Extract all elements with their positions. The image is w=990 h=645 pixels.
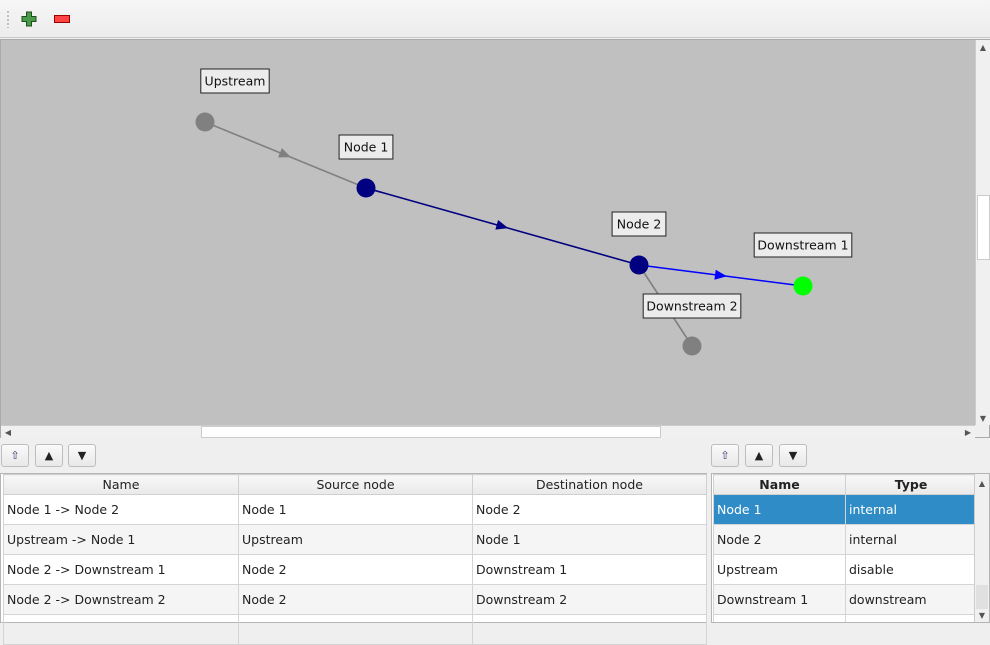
table-cell	[845, 614, 977, 622]
scroll-left-icon[interactable]: ◀	[4, 427, 12, 437]
table-cell[interactable]: Node 2 -> Downstream 2	[3, 584, 239, 615]
node-label-box[interactable]	[753, 232, 853, 258]
table-cell	[472, 614, 707, 645]
table-cell[interactable]: Upstream	[713, 554, 846, 585]
column-header[interactable]: Type	[845, 474, 977, 495]
nodes-move-up-button[interactable]: ▲	[745, 444, 773, 467]
column-header[interactable]: Name	[713, 474, 846, 495]
table-cell[interactable]: disable	[845, 554, 977, 585]
graph-node[interactable]	[682, 336, 702, 356]
arrow-up-icon: ▲	[44, 449, 54, 462]
node-label-box[interactable]	[200, 68, 270, 94]
graph-node[interactable]	[793, 276, 813, 296]
scroll-right-icon[interactable]: ▶	[964, 427, 972, 437]
table-cell[interactable]: Downstream 1	[713, 584, 846, 615]
horizontal-scroll-thumb[interactable]	[201, 426, 661, 438]
table-cell[interactable]: Node 1	[713, 494, 846, 525]
edge-arrow-icon	[495, 220, 509, 230]
edges-move-up-button[interactable]: ▲	[35, 444, 63, 467]
table-cell[interactable]: Node 2	[713, 524, 846, 555]
table-cell[interactable]: Upstream	[238, 524, 473, 555]
table-cell[interactable]: Node 2	[238, 554, 473, 585]
table-cell	[238, 614, 473, 645]
node-label: Downstream 1	[757, 238, 848, 253]
node-label-box[interactable]	[642, 293, 742, 319]
column-header[interactable]: Destination node	[472, 474, 707, 495]
scroll-down-icon[interactable]: ▼	[978, 610, 986, 620]
nodes-scroll-thumb[interactable]	[976, 585, 988, 609]
table-cell[interactable]: Node 2 -> Downstream 1	[3, 554, 239, 585]
edge-arrow-icon	[278, 148, 292, 158]
red-minus-icon	[54, 15, 70, 23]
node-label: Upstream	[205, 74, 266, 89]
table-cell[interactable]: Node 2	[238, 584, 473, 615]
table-cell[interactable]: Upstream -> Node 1	[3, 524, 239, 555]
scroll-up-icon[interactable]: ▲	[978, 478, 986, 488]
graph-node[interactable]	[356, 178, 376, 198]
table-cell[interactable]: Node 1	[472, 524, 707, 555]
table-cell	[3, 614, 239, 645]
sort-nodes-button[interactable]: ⇧	[711, 444, 739, 467]
table-cell[interactable]: Node 2	[472, 494, 707, 525]
graph-node[interactable]	[195, 112, 215, 132]
add-node-button[interactable]	[17, 8, 41, 30]
table-cell[interactable]: Node 1	[238, 494, 473, 525]
table-cell[interactable]: internal	[845, 524, 977, 555]
arrow-down-icon: ▼	[788, 449, 798, 462]
edges-move-down-button[interactable]: ▼	[68, 444, 96, 467]
table-cell[interactable]: Downstream 2	[472, 584, 707, 615]
sort-icon: ⇧	[10, 449, 20, 462]
arrow-down-icon: ▼	[77, 449, 87, 462]
sort-icon: ⇧	[720, 449, 730, 462]
toolbar	[0, 0, 990, 38]
node-label: Node 1	[344, 140, 389, 155]
table-cell[interactable]: Downstream 1	[472, 554, 707, 585]
table-cell	[713, 614, 846, 622]
vertical-scroll-thumb[interactable]	[977, 195, 990, 260]
column-header[interactable]: Source node	[238, 474, 473, 495]
table-row-empty	[713, 614, 977, 622]
edge-arrow-icon	[714, 269, 727, 280]
nodes-move-down-button[interactable]: ▼	[779, 444, 807, 467]
node-label: Node 2	[617, 217, 662, 232]
graph-node[interactable]	[629, 255, 649, 275]
table-row-empty	[3, 614, 707, 645]
horizontal-scrollbar[interactable]: ◀ ▶	[1, 425, 975, 438]
table-cell[interactable]: internal	[845, 494, 977, 525]
arrow-up-icon: ▲	[754, 449, 764, 462]
scroll-up-icon[interactable]: ▲	[979, 42, 987, 52]
node-label-box[interactable]	[338, 134, 394, 160]
sort-edges-button[interactable]: ⇧	[1, 444, 29, 467]
node-label-box[interactable]	[611, 211, 667, 237]
scroll-down-icon[interactable]: ▼	[979, 413, 987, 423]
toolbar-grip[interactable]	[6, 10, 10, 28]
nodes-table-scrollbar[interactable]: ▲ ▼	[974, 474, 989, 622]
remove-node-button[interactable]	[50, 8, 74, 30]
table-cell[interactable]: downstream	[845, 584, 977, 615]
vertical-scrollbar[interactable]: ▲ ▼	[975, 40, 990, 425]
node-label: Downstream 2	[646, 299, 737, 314]
green-plus-icon	[21, 11, 37, 27]
column-header[interactable]: Name	[3, 474, 239, 495]
table-cell[interactable]: Node 1 -> Node 2	[3, 494, 239, 525]
